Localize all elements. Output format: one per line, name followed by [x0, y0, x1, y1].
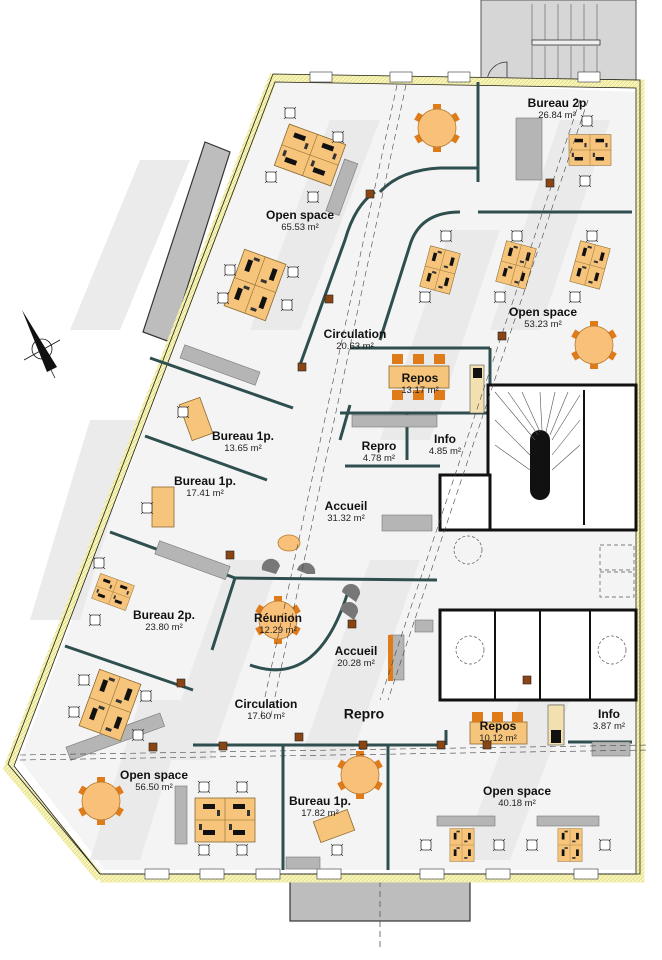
balcony-south: [289, 880, 471, 950]
exterior-walls: [2, 71, 645, 883]
repos-tables: [388, 354, 565, 746]
central-core: [438, 383, 638, 702]
grid-lines: [19, 84, 651, 761]
north-arrow-icon: [22, 310, 61, 379]
lounge-furniture: [261, 534, 393, 681]
exterior-staircase-north: [480, 0, 637, 83]
